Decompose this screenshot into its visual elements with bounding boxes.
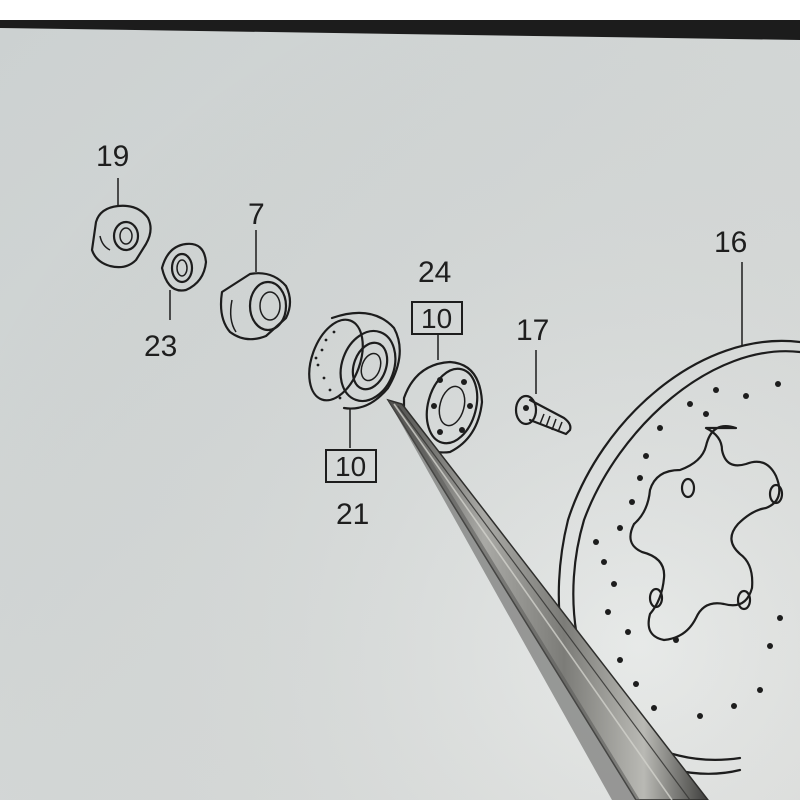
- tweezers: [386, 398, 709, 800]
- part-19-flange-nut: [90, 178, 152, 269]
- part-17-bolt: [514, 350, 572, 436]
- part-7-collar: [219, 230, 292, 341]
- label-part-19: 19: [96, 140, 129, 173]
- part-23-washer: [160, 242, 208, 320]
- label-part-16: 16: [714, 226, 747, 259]
- label-part-23: 23: [144, 330, 177, 363]
- qty-label-21: 10: [335, 451, 366, 482]
- label-part-24: 24: [418, 256, 451, 289]
- label-part-17: 17: [516, 314, 549, 347]
- qty-box-24: [411, 301, 463, 335]
- part-21-bearing: [308, 311, 401, 448]
- qty-box-21: [325, 449, 377, 483]
- label-part-21: 21: [336, 498, 369, 531]
- dark-top-edge: [0, 20, 800, 42]
- qty-label-24: 10: [421, 303, 452, 334]
- label-part-7: 7: [248, 198, 265, 231]
